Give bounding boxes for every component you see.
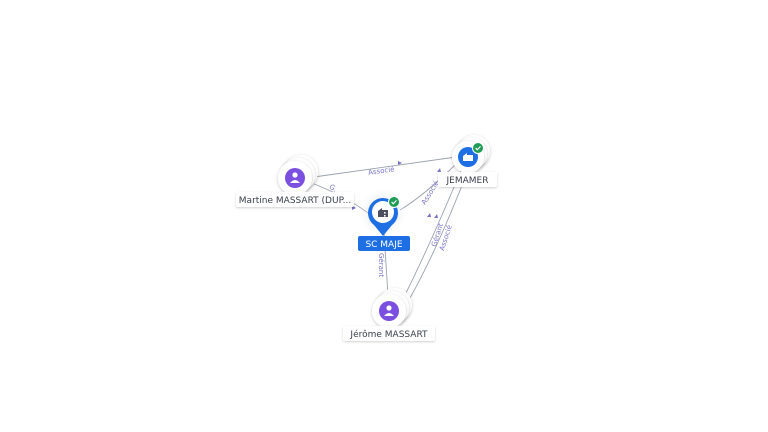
verified-check-icon <box>388 196 400 208</box>
node-martine-massart[interactable]: Martine MASSART (DUP... <box>236 155 354 207</box>
node-sc-maje[interactable]: SC MAJE <box>358 188 410 251</box>
building-icon <box>458 147 478 167</box>
node-label: SC MAJE <box>365 240 402 250</box>
person-icon <box>285 168 305 188</box>
building-icon <box>378 208 388 217</box>
node-label: Martine MASSART (DUP... <box>239 196 351 206</box>
node-label: Jérôme MASSART <box>349 329 428 340</box>
verified-check-icon <box>472 142 484 154</box>
person-icon <box>379 301 399 321</box>
edge-martine-jemamer[interactable]: Associé <box>313 156 457 178</box>
node-label: JEMAMER <box>446 176 489 186</box>
edge-label: Associé <box>420 180 441 207</box>
edge-label: Gérant <box>377 253 385 277</box>
edge-label: Associé <box>368 165 395 177</box>
focus-label-badge <box>358 236 410 251</box>
node-jemamer[interactable]: JEMAMER <box>438 135 497 187</box>
node-jerome-massart[interactable]: Jérôme MASSART <box>343 288 435 341</box>
